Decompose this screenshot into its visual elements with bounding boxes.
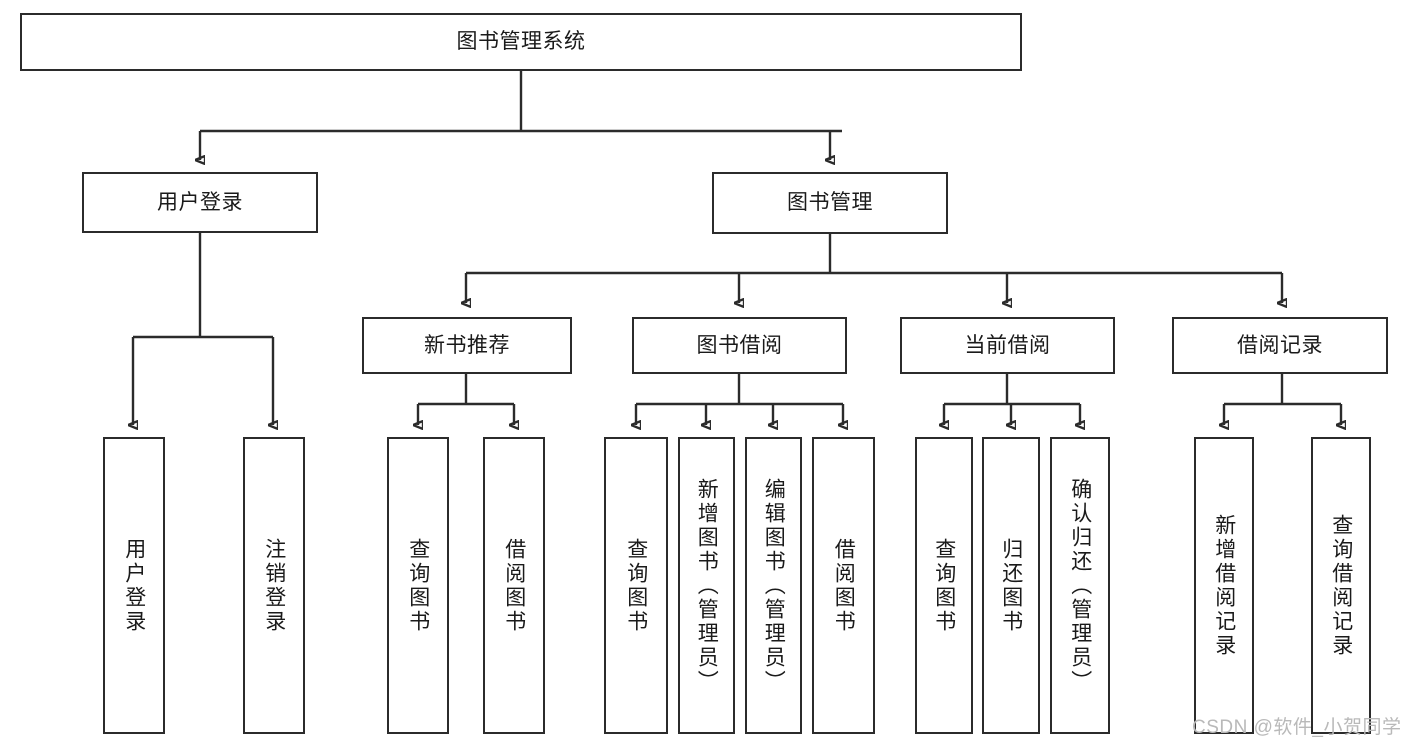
leaf-borrowing-borrow-books[interactable]: 借阅图书 xyxy=(812,437,875,734)
node-book-management-label: 图书管理 xyxy=(787,191,873,215)
leaf-query-borrow-record[interactable]: 查询借阅记录 xyxy=(1311,437,1371,734)
node-book-borrowing-label: 图书借阅 xyxy=(696,333,783,357)
node-borrowing-records-label: 借阅记录 xyxy=(1237,333,1323,357)
node-user-login-label: 用户登录 xyxy=(157,190,243,214)
leaf-add-book-admin-label: 新增图书（管理员） xyxy=(695,477,719,694)
leaf-add-book-admin[interactable]: 新增图书（管理员） xyxy=(678,437,735,734)
leaf-borrowing-query-books-label: 查询图书 xyxy=(624,537,648,634)
leaf-borrowing-query-books[interactable]: 查询图书 xyxy=(604,437,668,734)
node-borrowing-records[interactable]: 借阅记录 xyxy=(1172,317,1388,374)
leaf-current-query-books[interactable]: 查询图书 xyxy=(915,437,973,734)
leaf-confirm-return-admin-label: 确认归还（管理员） xyxy=(1068,477,1092,694)
leaf-add-borrow-record-label: 新增借阅记录 xyxy=(1212,513,1236,658)
leaf-query-borrow-record-label: 查询借阅记录 xyxy=(1329,513,1353,658)
leaf-add-borrow-record[interactable]: 新增借阅记录 xyxy=(1194,437,1254,734)
leaf-recommend-borrow-books-label: 借阅图书 xyxy=(502,537,526,634)
leaf-confirm-return-admin[interactable]: 确认归还（管理员） xyxy=(1050,437,1110,734)
leaf-logout[interactable]: 注销登录 xyxy=(243,437,305,734)
leaf-user-login-label: 用户登录 xyxy=(122,537,146,634)
leaf-borrowing-borrow-books-label: 借阅图书 xyxy=(832,537,856,634)
node-new-book-recommendation-label: 新书推荐 xyxy=(424,333,510,357)
leaf-return-books-label: 归还图书 xyxy=(999,537,1023,634)
leaf-user-login[interactable]: 用户登录 xyxy=(103,437,165,734)
root-node-label: 图书管理系统 xyxy=(456,30,586,54)
leaf-logout-label: 注销登录 xyxy=(262,537,286,634)
leaf-edit-book-admin-label: 编辑图书（管理员） xyxy=(762,477,786,694)
leaf-return-books[interactable]: 归还图书 xyxy=(982,437,1040,734)
node-current-borrowing-label: 当前借阅 xyxy=(964,333,1051,357)
node-book-borrowing[interactable]: 图书借阅 xyxy=(632,317,847,374)
node-book-management[interactable]: 图书管理 xyxy=(712,172,948,234)
leaf-edit-book-admin[interactable]: 编辑图书（管理员） xyxy=(745,437,802,734)
node-current-borrowing[interactable]: 当前借阅 xyxy=(900,317,1115,374)
root-node-library-management-system[interactable]: 图书管理系统 xyxy=(20,13,1022,71)
leaf-recommend-query-books-label: 查询图书 xyxy=(406,537,430,634)
csdn-watermark: CSDN @软件_小贺同学 xyxy=(1192,717,1402,738)
node-new-book-recommendation[interactable]: 新书推荐 xyxy=(362,317,572,374)
leaf-recommend-query-books[interactable]: 查询图书 xyxy=(387,437,449,734)
leaf-current-query-books-label: 查询图书 xyxy=(932,537,956,634)
leaf-recommend-borrow-books[interactable]: 借阅图书 xyxy=(483,437,545,734)
node-user-login[interactable]: 用户登录 xyxy=(82,172,318,233)
